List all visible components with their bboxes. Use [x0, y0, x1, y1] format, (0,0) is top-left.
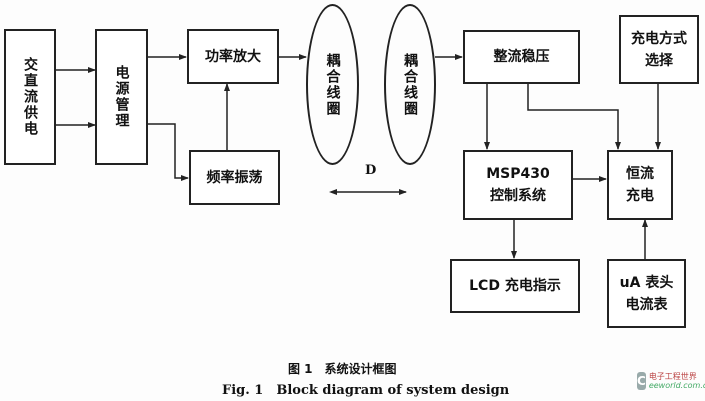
- eeworld-logo-icon: C: [637, 372, 646, 390]
- block-power-amplifier: 功率放大: [187, 29, 279, 84]
- watermark-line2: eeworld.com.cn: [648, 381, 705, 390]
- caption-chinese: 图 1 系统设计框图: [288, 362, 397, 376]
- caption-english: Fig. 1 Block diagram of system design: [222, 383, 510, 398]
- block-power-management: 电源管理: [95, 29, 148, 165]
- block-ua-meter: uA 表头 电流表: [607, 259, 686, 328]
- block-lcd-indicator: LCD 充电指示: [450, 259, 580, 313]
- block-frequency-oscillator: 频率振荡: [189, 150, 280, 205]
- watermark-line1: 电子工程世界: [648, 372, 697, 381]
- distance-label: D: [365, 163, 377, 178]
- block-charge-mode-select: 充电方式 选择: [619, 15, 699, 84]
- block-rectifier-regulator: 整流稳压: [463, 30, 580, 84]
- coupling-coil-receive: 耦合线圈: [384, 4, 436, 165]
- block-msp430-control: MSP430 控制系统: [463, 150, 573, 220]
- arrow-power-mgmt-to-oscillator: [147, 123, 189, 181]
- block-ac-dc-supply: 交直流供电: [4, 29, 56, 165]
- arrow-rectifier-to-constant-current: [527, 83, 621, 150]
- coupling-coil-transmit: 耦合线圈: [306, 4, 359, 165]
- block-constant-current-charge: 恒流 充电: [607, 150, 673, 220]
- watermark-logo: C 电子工程世界 eeworld.com.cn: [637, 366, 705, 396]
